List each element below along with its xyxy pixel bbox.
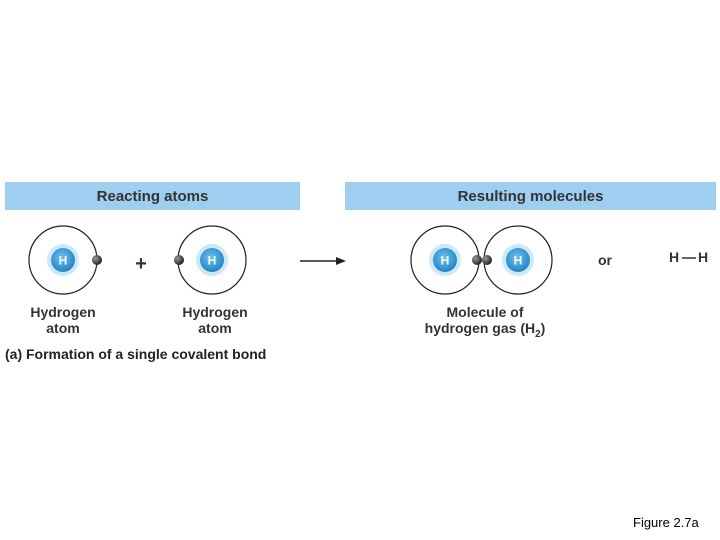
shared-electron-2 bbox=[482, 255, 492, 265]
or-text: or bbox=[598, 252, 612, 268]
nucleus-molecule-left bbox=[433, 248, 457, 272]
reacting-atoms-header: Reacting atoms bbox=[5, 182, 300, 210]
nucleus-symbol-molecule-left: H bbox=[441, 254, 450, 268]
hydrogen-atom-left: H bbox=[28, 225, 102, 295]
resulting-molecules-header-text: Resulting molecules bbox=[457, 187, 604, 205]
molecule-label: Molecule of hydrogen gas (H2) bbox=[410, 304, 560, 343]
hydrogen-atom-right: H bbox=[174, 225, 247, 295]
hydrogen-atom-left-label-line2: atom bbox=[46, 320, 80, 336]
nucleus-symbol-left: H bbox=[59, 254, 68, 268]
hydrogen-atom-right-label: Hydrogen atom bbox=[170, 304, 260, 336]
molecule-label-line2-subscript: 2 bbox=[535, 328, 541, 340]
molecule-label-line2: hydrogen gas (H2) bbox=[410, 320, 560, 343]
hydrogen-atom-right-label-line2: atom bbox=[198, 320, 232, 336]
molecule-label-line2-suffix: ) bbox=[540, 320, 546, 336]
reaction-arrow bbox=[300, 257, 346, 265]
hydrogen-molecule: H H bbox=[410, 225, 553, 295]
molecule-label-line1: Molecule of bbox=[446, 304, 524, 320]
resulting-molecules-header: Resulting molecules bbox=[345, 182, 716, 210]
nucleus-symbol-right: H bbox=[208, 254, 217, 268]
figure-reference: Figure 2.7a bbox=[633, 515, 699, 530]
nucleus-molecule-right bbox=[506, 248, 530, 272]
hydrogen-atom-left-label-line1: Hydrogen bbox=[30, 304, 96, 320]
nucleus-left bbox=[51, 248, 75, 272]
nucleus-right bbox=[200, 248, 224, 272]
nucleus-symbol-molecule-right: H bbox=[514, 254, 523, 268]
hydrogen-atom-left-label: Hydrogen atom bbox=[18, 304, 108, 336]
structural-formula-h-left: H bbox=[669, 249, 680, 265]
reacting-atoms-header-text: Reacting atoms bbox=[96, 187, 209, 205]
electron-left-atom bbox=[92, 255, 102, 265]
figure-caption: (a) Formation of a single covalent bond bbox=[5, 346, 267, 362]
plus-sign: + bbox=[135, 253, 147, 275]
hydrogen-atom-right-label-line1: Hydrogen bbox=[182, 304, 248, 320]
shared-electron-1 bbox=[472, 255, 482, 265]
molecule-label-line2-prefix: hydrogen gas (H bbox=[424, 320, 536, 336]
electron-right-atom bbox=[174, 255, 184, 265]
structural-formula-h-right: H bbox=[698, 249, 709, 265]
